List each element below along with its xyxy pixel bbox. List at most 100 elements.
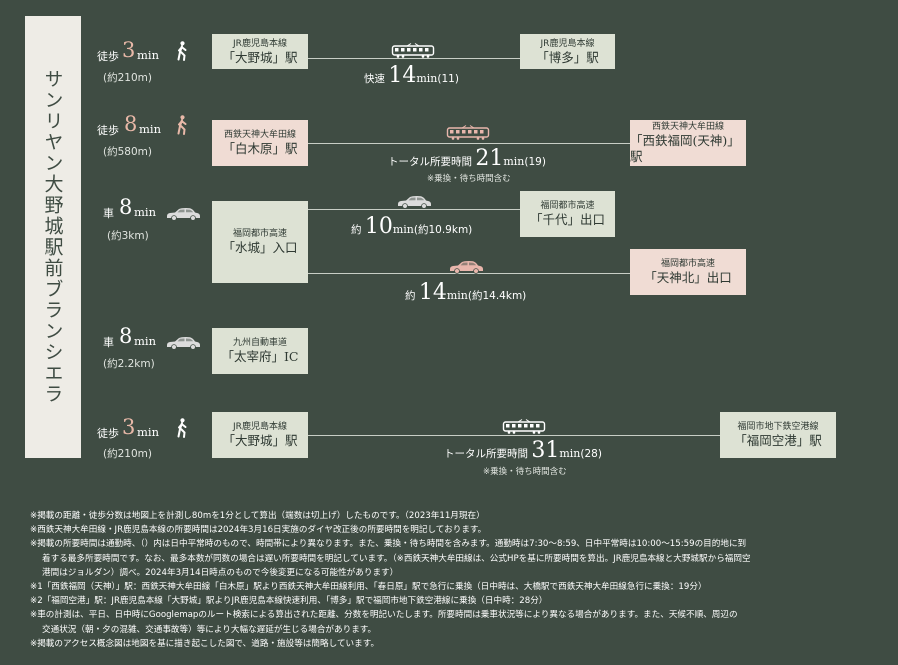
origin-minutes: 8 [119, 324, 133, 348]
origin-mode: 車 [103, 336, 114, 349]
train-icon [446, 125, 490, 141]
station-box-fukuoka-airport: 福岡市地下鉄空港線 「福岡空港」駅 [720, 412, 836, 458]
origin-unit: min [139, 122, 161, 136]
station-box-hakata: JR鹿児島本線 「博多」駅 [520, 34, 615, 69]
time-distance: (約10.9km) [413, 224, 473, 236]
walking-person-icon [176, 40, 188, 62]
box-station-name: 「水城」入口 [222, 240, 298, 255]
time-prefix: トータル所要時間 [388, 156, 472, 168]
travel-time-2: トータル所要時間 21min(19) [388, 146, 546, 171]
time-prefix: トータル所要時間 [444, 448, 528, 460]
time-minutes: 21 [475, 146, 504, 171]
box-line-name: 福岡都市高速 [660, 259, 715, 269]
box-station-name: 「大野城」駅 [222, 433, 298, 448]
time-unit: min [503, 155, 525, 168]
exit-box-tenjinkita: 福岡都市高速 「天神北」出口 [630, 249, 746, 295]
origin-mode: 徒歩 [97, 427, 119, 440]
footnote: 交通状況（朝・夕の混雑、交通事故等）等により大幅な遅延が生じる場合があります。 [42, 624, 377, 635]
box-line-name: 福岡都市高速 [232, 229, 287, 239]
route-line [308, 435, 720, 436]
footnote: ※掲載の所要時間は通勤時、（）内は日中平常時のもので、時間帯により異なります。ま… [30, 539, 747, 550]
time-minutes: 10 [364, 214, 393, 239]
origin-unit: min [137, 48, 159, 62]
walking-person-icon [176, 114, 188, 136]
footnote: ※掲載の距離・徒歩分数は地図上を計測し80mを1分として算出（端数は切上げ）した… [30, 511, 485, 521]
route-line [308, 209, 520, 210]
origin-distance: (約3km) [107, 230, 149, 242]
travel-time-1: 快速 14min(11) [364, 63, 459, 88]
box-line-name: JR鹿児島本線 [233, 422, 287, 432]
time-minutes: 31 [531, 438, 560, 463]
car-icon [396, 195, 432, 209]
origin-mode: 徒歩 [97, 50, 119, 63]
box-station-name: 「大野城」駅 [222, 49, 298, 65]
car-icon [165, 336, 201, 350]
origin-minutes: 8 [119, 195, 133, 219]
origin-distance: (約210m) [103, 448, 152, 460]
station-box-onojo-2: JR鹿児島本線 「大野城」駅 [212, 412, 308, 458]
footnote: ※掲載のアクセス概念図は地図を基に描き起こした図で、道路・施設等は簡略しています… [30, 638, 380, 649]
box-station-name: 「博多」駅 [536, 49, 599, 65]
box-station-name: 「福岡空港」駅 [734, 433, 822, 448]
station-box-nishitetsu-fukuoka: 西鉄天神大牟田線 「西鉄福岡(天神)」駅 [630, 120, 746, 166]
time-prefix: 約 [351, 224, 362, 236]
origin-mode: 徒歩 [97, 124, 119, 137]
footnote: ※西鉄天神大牟田線・JR鹿児島本線の所要時間は2024年3月16日実施のダイヤ改… [30, 525, 487, 536]
footnote: ※2「福岡空港」駅：JR鹿児島本線「大野城」駅よりJR鹿児島本線快速利用、「博多… [30, 596, 548, 607]
origin-mode: 車 [103, 207, 114, 220]
time-prefix: 約 [405, 290, 416, 302]
travel-time-6: トータル所要時間 31min(28) [444, 438, 602, 463]
property-name: サンリヤン大野城駅前ブランシエラ [41, 69, 64, 405]
time-offpeak: (19) [524, 156, 546, 168]
box-line-name: 福岡都市高速 [540, 201, 595, 211]
route-line [308, 58, 520, 59]
travel-time-3: 約 10min(約10.9km) [351, 214, 472, 239]
interchange-box-dazaifu: 九州自動車道 「太宰府」IC [212, 328, 308, 374]
footnote: 着する最多所要時間です。なお、最多本数が同数の場合は遅い所要時間を明記しています… [42, 553, 751, 564]
origin-minutes: 8 [124, 112, 138, 136]
transfer-note: ※乗換・待ち時間含む [427, 174, 511, 184]
box-station-name: 「天神北」出口 [644, 270, 732, 285]
box-station-name: 「西鉄福岡(天神)」駅 [630, 133, 740, 164]
origin-distance: (約2.2km) [103, 358, 155, 370]
time-distance: (約14.4km) [467, 290, 527, 302]
origin-unit: min [134, 205, 156, 219]
property-name-panel: サンリヤン大野城駅前ブランシエラ [25, 16, 81, 458]
time-offpeak: (11) [437, 73, 459, 85]
train-icon [502, 419, 546, 435]
box-line-name: JR鹿児島本線 [540, 38, 595, 49]
box-station-name: 「白木原」駅 [222, 141, 298, 156]
time-offpeak: (28) [580, 448, 602, 460]
route-line [308, 143, 630, 144]
origin-unit: min [134, 334, 156, 348]
car-icon [165, 207, 201, 221]
exit-box-chiyo: 福岡都市高速 「千代」出口 [520, 191, 615, 237]
travel-time-4: 約 14min(約14.4km) [405, 280, 526, 305]
route-line [308, 273, 630, 274]
train-icon [391, 43, 435, 59]
box-line-name: JR鹿児島本線 [233, 38, 287, 49]
origin-unit: min [137, 425, 159, 439]
origin-distance: (約580m) [103, 146, 152, 158]
time-unit: min [559, 447, 581, 460]
time-minutes: 14 [388, 63, 417, 88]
footnotes: ※掲載の距離・徒歩分数は地図上を計測し80mを1分として算出（端数は切上げ）した… [30, 509, 880, 651]
station-box-shirakibaru: 西鉄天神大牟田線 「白木原」駅 [212, 120, 308, 166]
box-line-name: 九州自動車道 [232, 338, 287, 348]
car-icon [448, 260, 484, 274]
time-unit: min [446, 289, 468, 302]
box-station-name: 「千代」出口 [529, 212, 605, 227]
origin-minutes: 3 [122, 38, 136, 62]
box-line-name: 西鉄天神大牟田線 [651, 122, 724, 132]
interchange-box-mizuki: 福岡都市高速 「水城」入口 [212, 201, 308, 283]
footnote: ※1「西鉄福岡（天神）」駅：西鉄天神大牟田線「白木原」駅より西鉄天神大牟田線利用… [30, 582, 707, 593]
time-unit: min [392, 223, 414, 236]
footnote: ※車の計測は、平日、日中時にGooglemapのルート検索による算出された距離、… [30, 610, 738, 621]
time-prefix: 快速 [364, 73, 385, 85]
box-line-name: 西鉄天神大牟田線 [223, 130, 296, 140]
box-station-name: 「太宰府」IC [221, 349, 299, 364]
transfer-note: ※乗換・待ち時間含む [483, 467, 567, 477]
time-minutes: 14 [418, 280, 447, 305]
origin-minutes: 3 [122, 415, 136, 439]
origin-distance: (約210m) [103, 72, 152, 84]
